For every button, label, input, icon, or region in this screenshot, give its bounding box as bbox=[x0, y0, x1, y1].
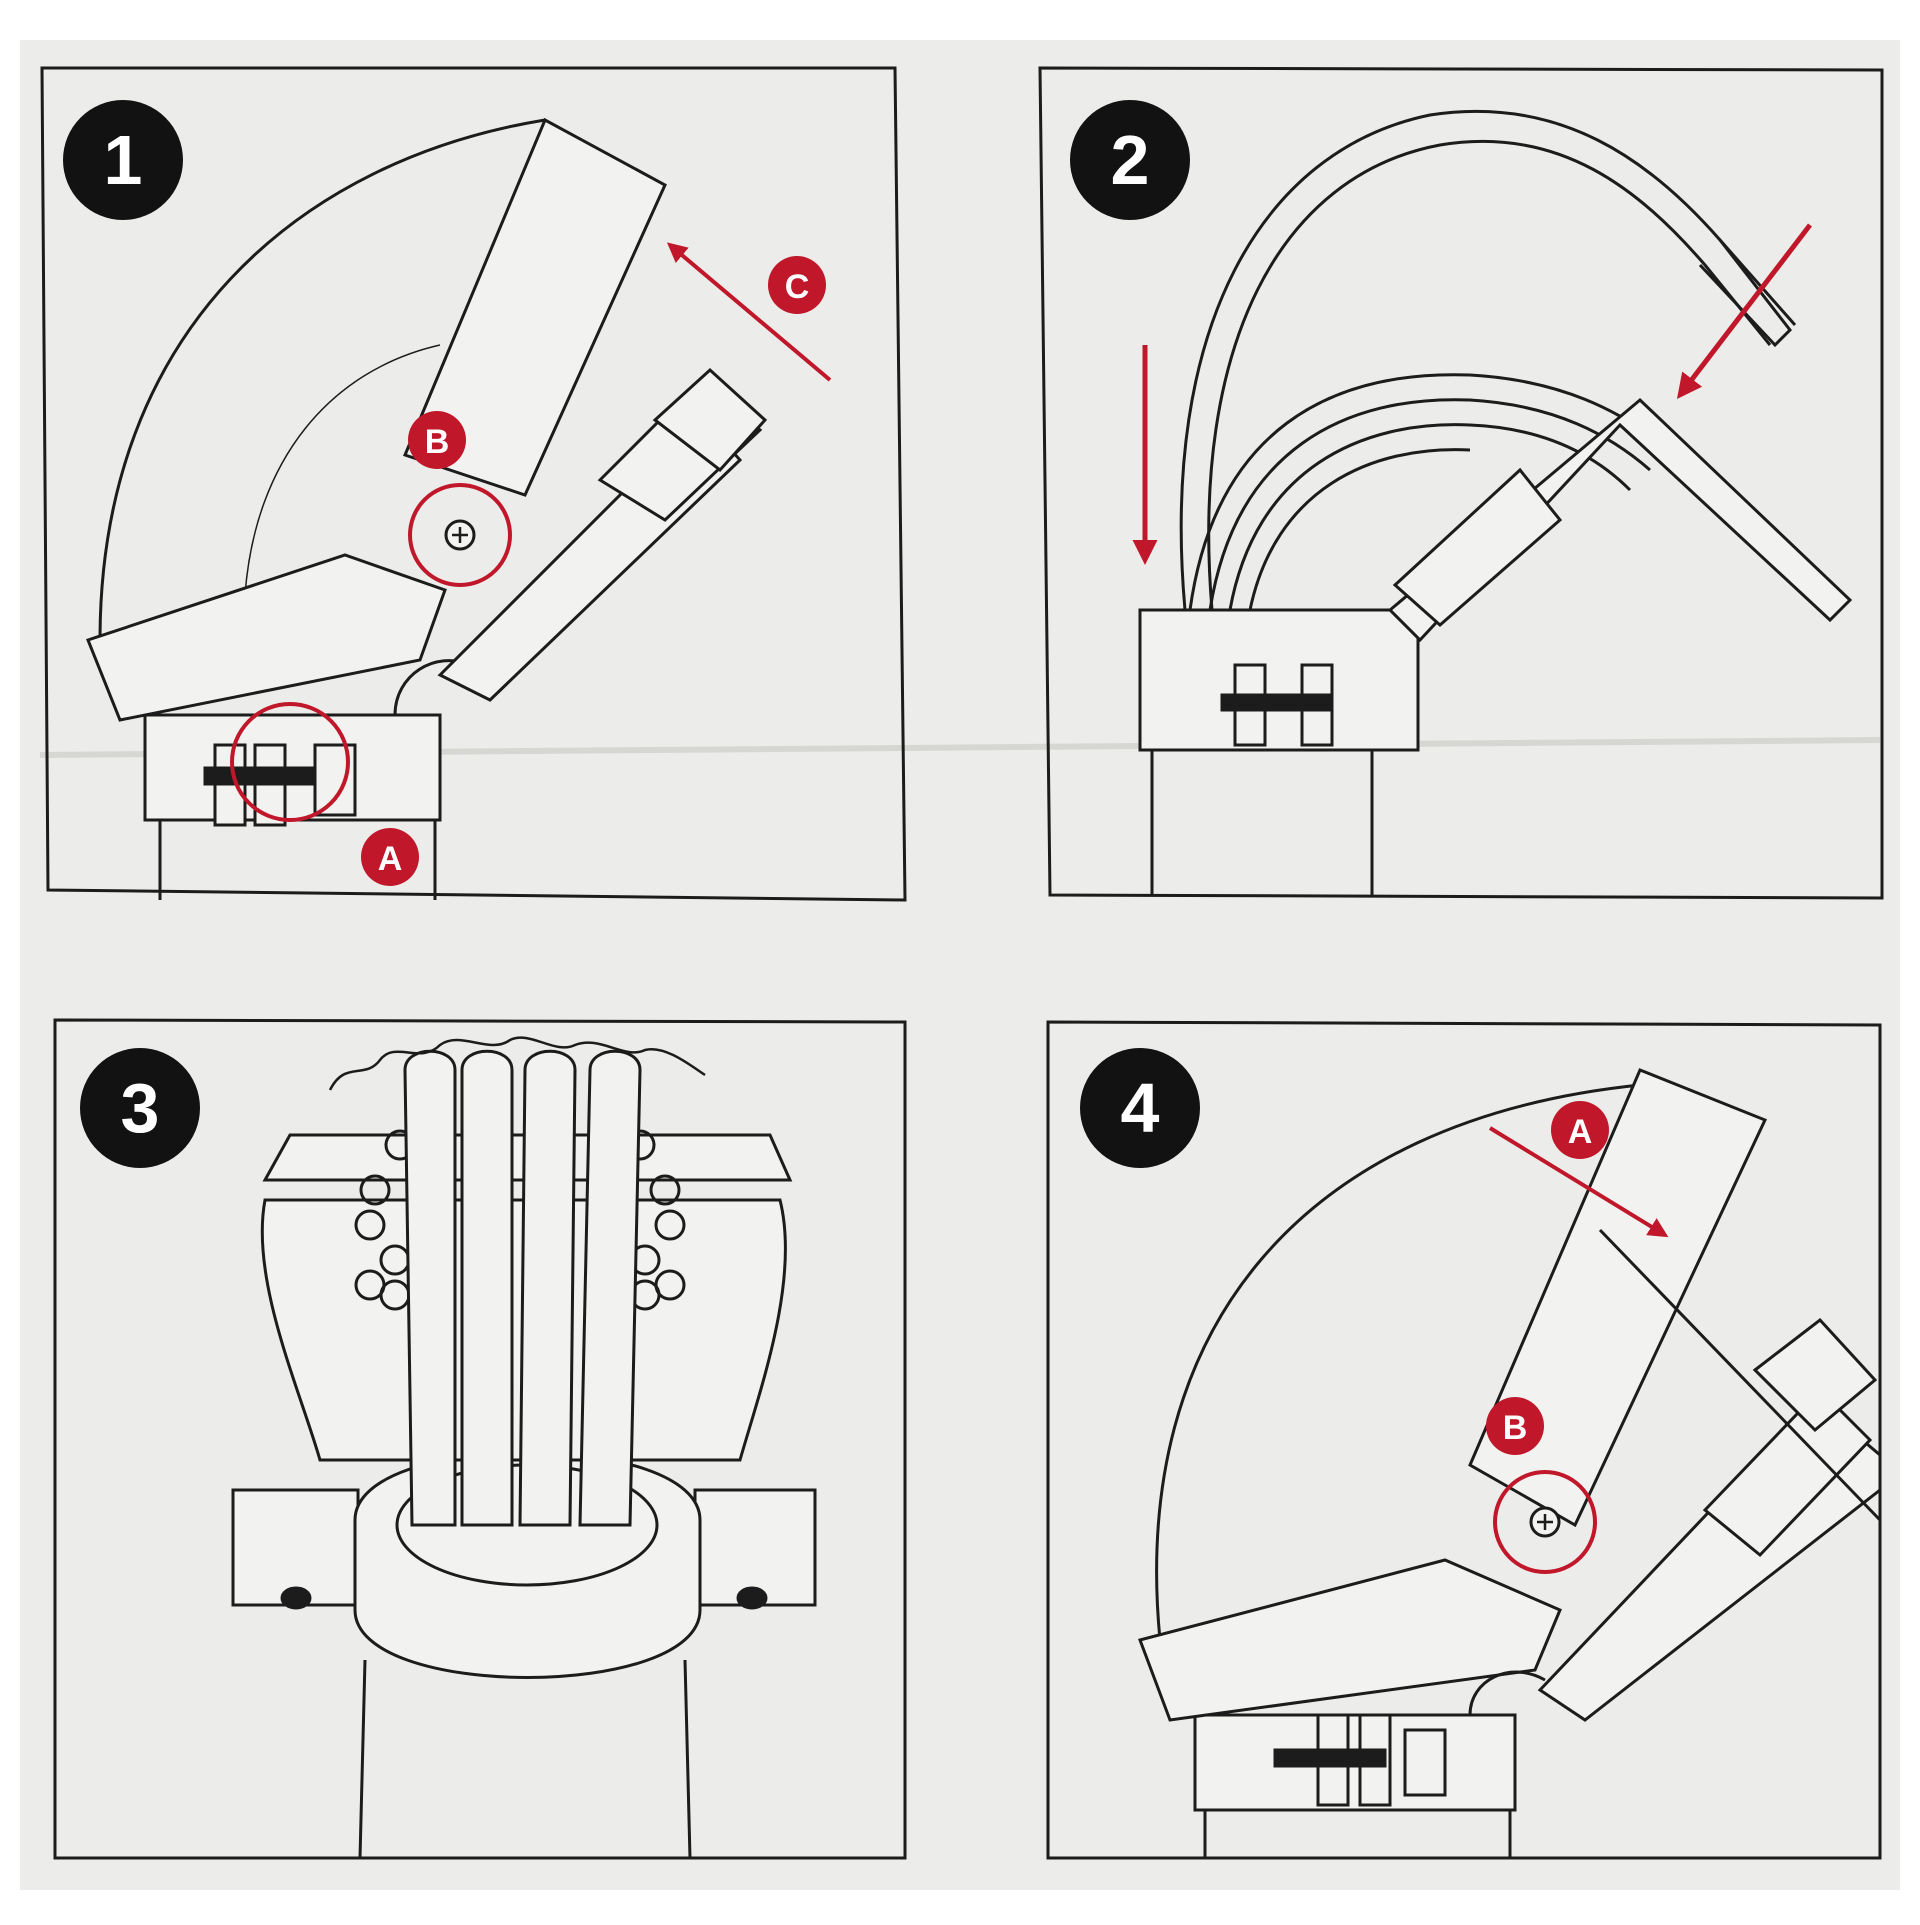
arrow-c bbox=[666, 242, 832, 382]
panel-2-annotations: 2 bbox=[1070, 100, 1812, 565]
panel-3-pole bbox=[358, 1659, 692, 1859]
step-3-number: 3 bbox=[121, 1069, 160, 1147]
panel-1-annotations: 1 A B C bbox=[63, 100, 832, 886]
callout-c-label: C bbox=[785, 268, 810, 306]
arrow-down-right bbox=[1676, 223, 1812, 399]
panel-3-top-edge bbox=[328, 1036, 706, 1091]
panel-4-bolt bbox=[1273, 1748, 1387, 1768]
callout-b-badge bbox=[408, 411, 466, 469]
callout-4b-badge bbox=[1486, 1397, 1544, 1455]
step-4-badge bbox=[1080, 1048, 1200, 1168]
step-3-badge bbox=[80, 1048, 200, 1168]
callout-4a-badge bbox=[1551, 1101, 1609, 1159]
panel-4-lid bbox=[1468, 1068, 1768, 1528]
callout-4b-circle bbox=[1493, 1470, 1597, 1574]
step-1-number: 1 bbox=[104, 121, 143, 199]
panel-4-hinge bbox=[1468, 1670, 1546, 1716]
panel-2-pole bbox=[1150, 750, 1374, 895]
panel-2-cable-bundle bbox=[1188, 373, 1671, 611]
step-2-number: 2 bbox=[1111, 121, 1150, 199]
panel-4-annotations: 4 A B bbox=[1080, 1048, 1669, 1574]
panel-2-bolt bbox=[1220, 693, 1334, 712]
panel-3-right-tab bbox=[693, 1488, 817, 1607]
panel-2-clamp-block bbox=[1138, 608, 1420, 752]
callout-a-badge bbox=[361, 828, 419, 886]
panel-2 bbox=[1038, 66, 1884, 900]
step-4-number: 4 bbox=[1121, 1069, 1160, 1147]
callout-a-label: A bbox=[378, 840, 403, 878]
panel-3-annotations: 3 bbox=[80, 1048, 200, 1168]
step-1-badge bbox=[63, 100, 183, 220]
panel-1-dome bbox=[98, 118, 546, 641]
panel-4-frame bbox=[1046, 1020, 1882, 1860]
callout-4b-label: B bbox=[1503, 1409, 1528, 1447]
panel-1-bolt bbox=[203, 766, 317, 786]
step-2-badge bbox=[1070, 100, 1190, 220]
callout-4a-label: A bbox=[1568, 1113, 1593, 1151]
panel-3-left-hole bbox=[280, 1586, 312, 1610]
panel-2-upper-hoop bbox=[1179, 109, 1797, 611]
panel-3-right-hole bbox=[736, 1586, 768, 1610]
panel-2-frame bbox=[1038, 66, 1884, 900]
callout-c-badge bbox=[768, 256, 826, 314]
arrow-4a bbox=[1488, 1126, 1669, 1238]
panel-3-frame bbox=[53, 1018, 907, 1860]
panel-1-lid bbox=[402, 117, 667, 497]
panel-1-frame bbox=[40, 66, 907, 902]
panel-1-base-plate bbox=[86, 553, 447, 722]
panel-3-cable-fingers bbox=[403, 1049, 642, 1527]
panel-4-dome bbox=[1155, 1083, 1641, 1641]
callout-b-circle bbox=[408, 483, 512, 587]
callout-b-label: B bbox=[425, 423, 450, 461]
panel-4-pole bbox=[1203, 1805, 1512, 1858]
callout-a-circle bbox=[230, 702, 350, 822]
panel-3 bbox=[53, 1018, 907, 1860]
panel-4-base-plate bbox=[1138, 1558, 1562, 1722]
panel-4 bbox=[1046, 1020, 1882, 1860]
